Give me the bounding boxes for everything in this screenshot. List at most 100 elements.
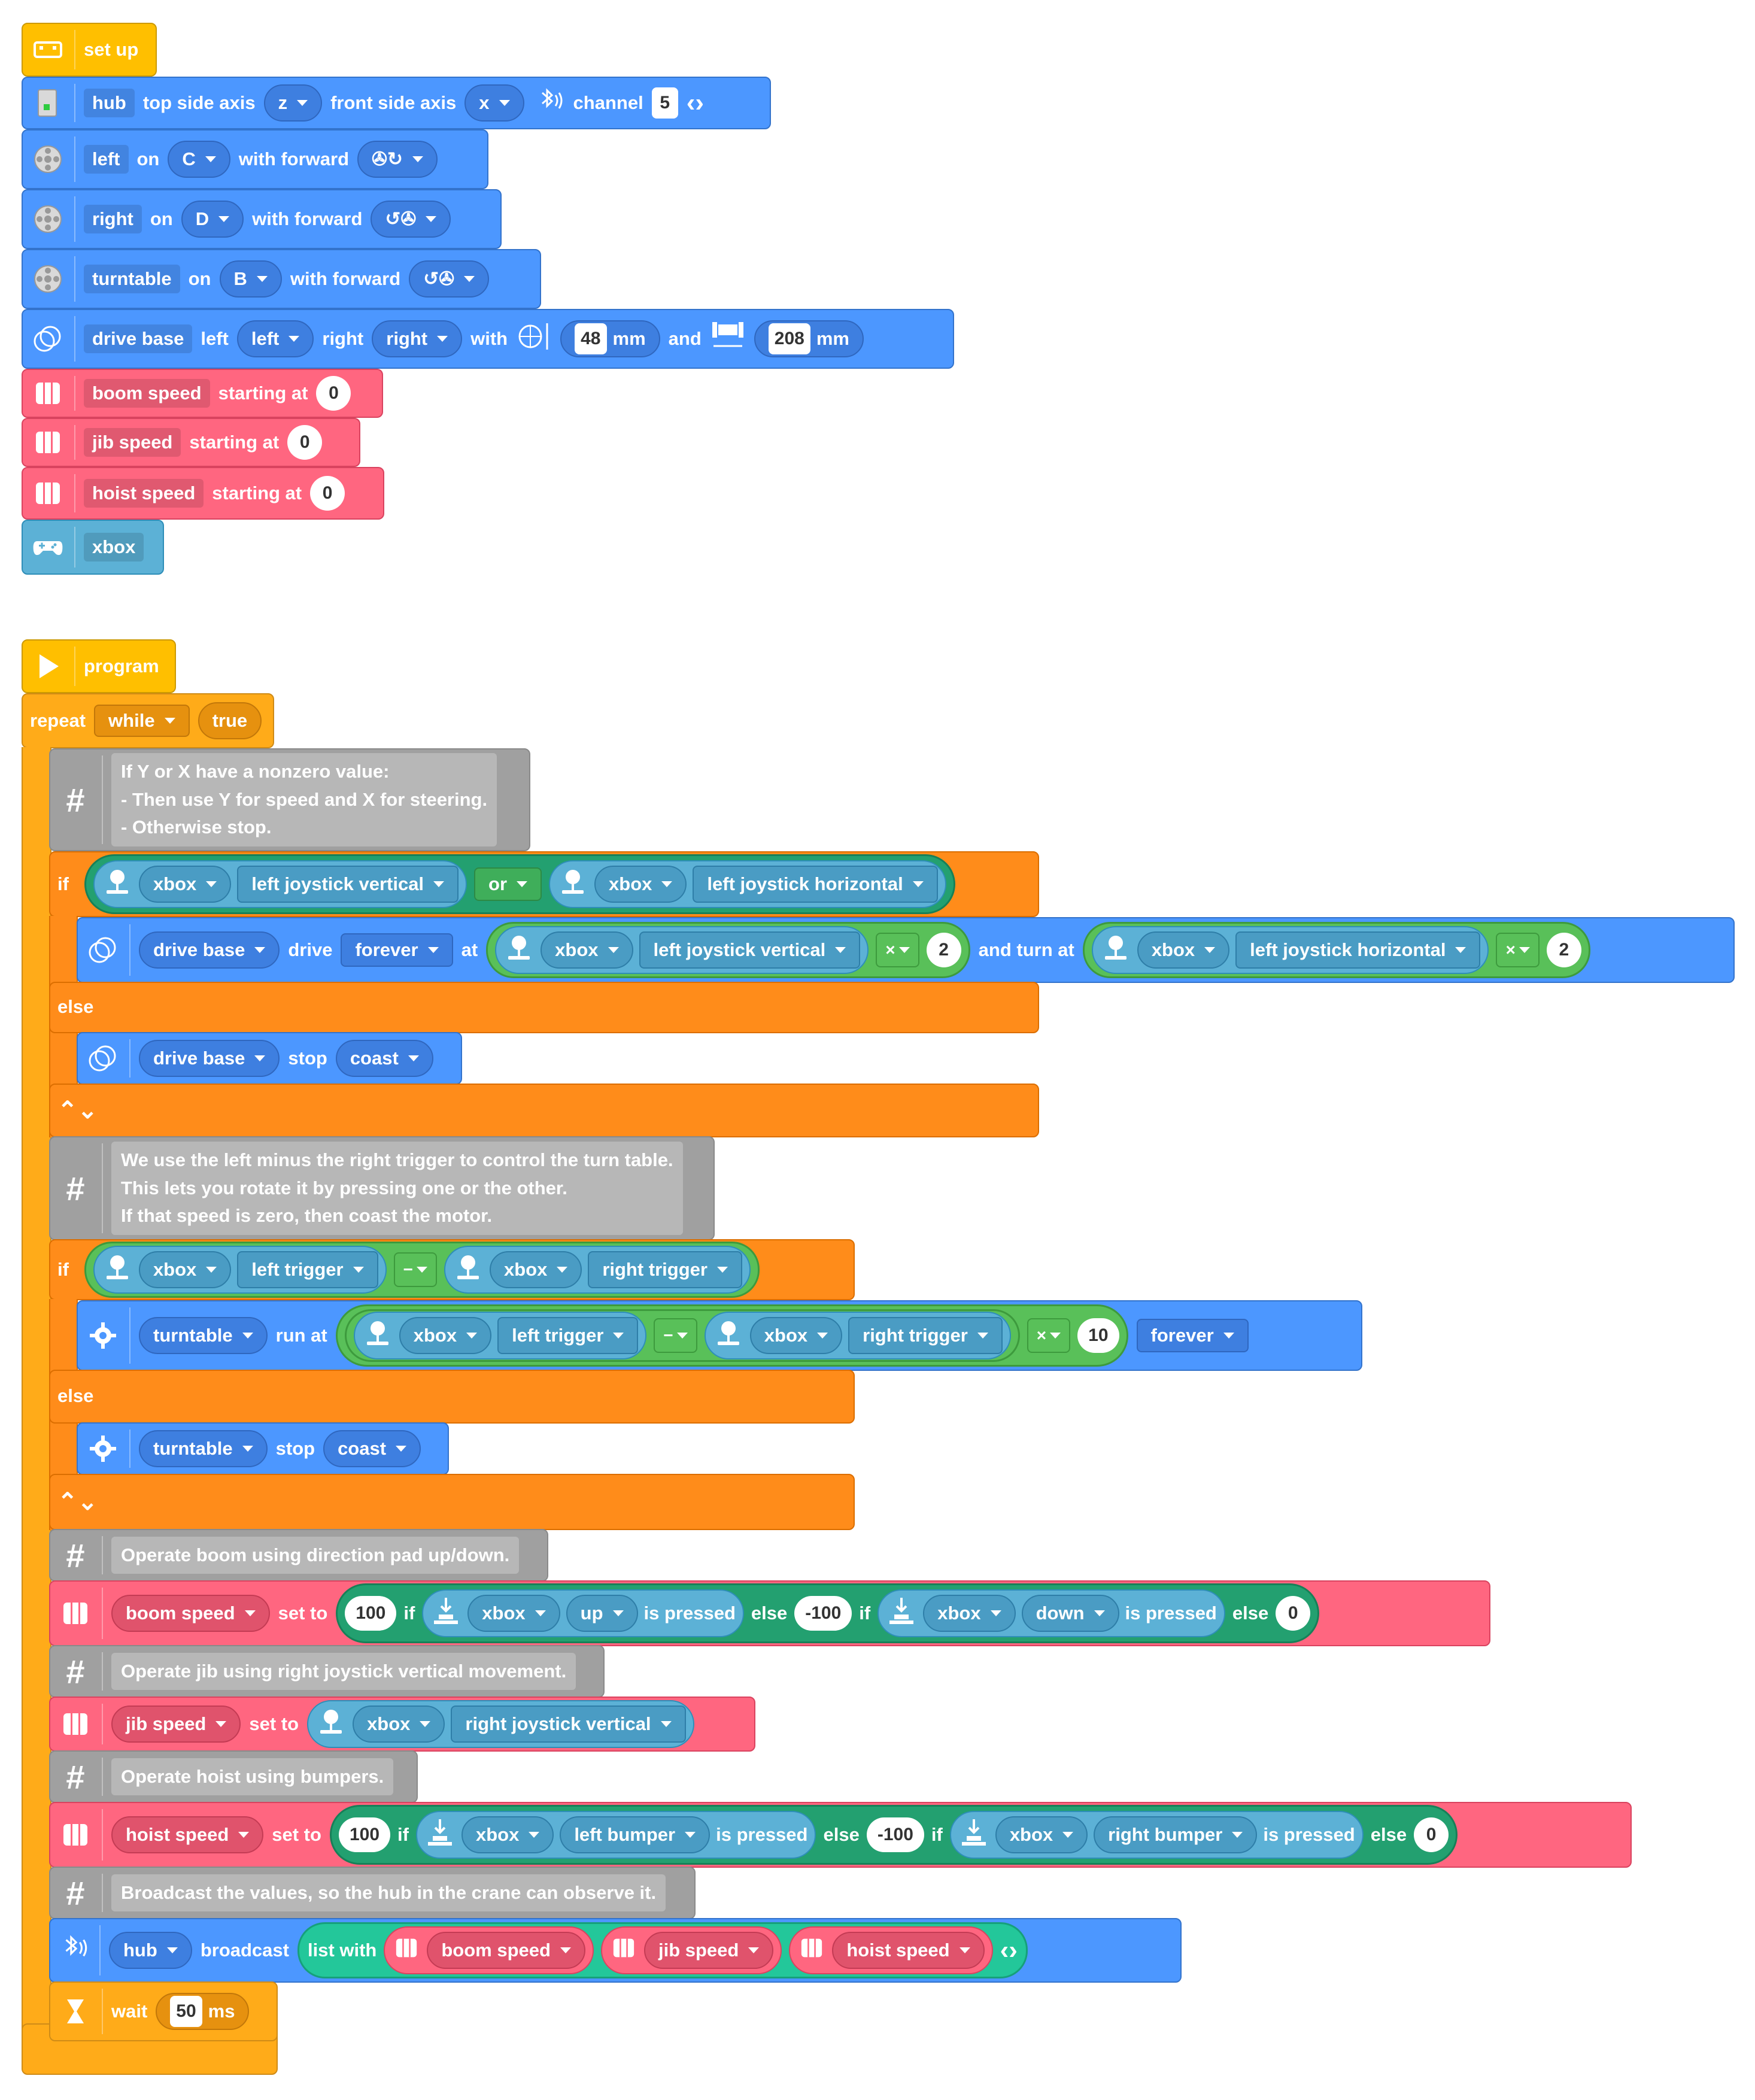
initial-value-input[interactable]: 0: [287, 425, 323, 460]
remote-dropdown[interactable]: xbox: [138, 1251, 232, 1288]
hub-variable[interactable]: hub: [84, 89, 135, 117]
subtract-op-dropdown[interactable]: −: [654, 1318, 697, 1353]
remote-dropdown[interactable]: xbox: [923, 1595, 1016, 1632]
multiply-turn[interactable]: xbox left joystick horizontal × 2: [1082, 922, 1590, 978]
trigger-reporter[interactable]: xbox left trigger: [93, 1246, 387, 1294]
button-dropdown[interactable]: up: [566, 1595, 638, 1632]
value-input[interactable]: -100: [794, 1596, 852, 1631]
trigger-reporter[interactable]: xbox right trigger: [444, 1246, 751, 1294]
motor-setup-right[interactable]: right on D with forward ↺✇: [22, 189, 502, 249]
trigger-dropdown[interactable]: left trigger: [237, 1251, 378, 1288]
drivebase-dropdown[interactable]: drive base: [139, 931, 280, 969]
remote-setup-block[interactable]: xbox: [22, 520, 164, 575]
variable-name[interactable]: hoist speed: [84, 479, 204, 508]
port-dropdown[interactable]: B: [219, 260, 282, 298]
motor-variable[interactable]: turntable: [84, 265, 180, 293]
axis-dropdown[interactable]: left joystick horizontal: [1235, 931, 1481, 969]
broadcast-block[interactable]: hub broadcast list with boom speed jib s…: [49, 1918, 1182, 1983]
drivebase-variable[interactable]: drive base: [84, 324, 193, 353]
variable-dropdown[interactable]: jib speed: [111, 1706, 241, 1743]
stop-mode-dropdown[interactable]: coast: [323, 1430, 421, 1467]
button-pressed-reporter[interactable]: xbox right bumper is pressed: [949, 1811, 1364, 1859]
variable-boom-speed-setup[interactable]: boom speed starting at 0: [22, 369, 383, 418]
multiply-op-dropdown[interactable]: ×: [876, 933, 919, 967]
comment-text[interactable]: Operate boom using direction pad up/down…: [111, 1536, 520, 1574]
comment-text[interactable]: If Y or X have a nonzero value: - Then u…: [111, 753, 497, 846]
motor-run-block[interactable]: turntable run at xbox left trigger − xbo…: [77, 1300, 1362, 1371]
remote-dropdown[interactable]: xbox: [594, 866, 687, 903]
axis-dropdown[interactable]: left joystick vertical: [639, 931, 861, 969]
remote-dropdown[interactable]: xbox: [541, 931, 633, 969]
subtract-condition[interactable]: xbox left trigger − xbox right trigger: [84, 1242, 760, 1298]
axis-dropdown[interactable]: left joystick vertical: [237, 866, 459, 903]
trigger-reporter[interactable]: xbox left trigger: [353, 1312, 647, 1359]
hub-setup-block[interactable]: hub top side axis z front side axis x ch…: [22, 77, 771, 129]
channel-input[interactable]: 5: [651, 87, 678, 119]
comment-text[interactable]: We use the left minus the right trigger …: [111, 1142, 683, 1235]
button-dropdown[interactable]: down: [1021, 1595, 1119, 1632]
trigger-dropdown[interactable]: right trigger: [588, 1251, 742, 1288]
front-side-axis-dropdown[interactable]: x: [464, 84, 524, 122]
direction-dropdown[interactable]: ✇↻: [357, 141, 438, 178]
ternary-expression[interactable]: 100 if xbox left bumper is pressed else …: [329, 1805, 1458, 1865]
multiply-op-dropdown[interactable]: ×: [1027, 1318, 1071, 1353]
button-dropdown[interactable]: right bumper: [1094, 1816, 1258, 1853]
program-hat-block[interactable]: program: [22, 639, 176, 693]
trigger-reporter[interactable]: xbox right trigger: [704, 1312, 1011, 1359]
logic-op-dropdown[interactable]: or: [474, 867, 542, 901]
drivebase-setup-block[interactable]: drive base left left right right with 48…: [22, 309, 954, 369]
if-else-block[interactable]: if xbox left trigger − xbox right trigge…: [49, 1239, 855, 1300]
list-with-reporter[interactable]: list with boom speed jib speed hoist spe…: [297, 1922, 1028, 1978]
set-hoist-speed-block[interactable]: hoist speed set to 100 if xbox left bump…: [49, 1802, 1632, 1868]
trigger-dropdown[interactable]: right trigger: [848, 1317, 1003, 1354]
subtract-op-dropdown[interactable]: −: [393, 1252, 437, 1287]
variable-hoist-speed-setup[interactable]: hoist speed starting at 0: [22, 467, 384, 520]
ternary-expression[interactable]: 100 if xbox up is pressed else -100 if x…: [336, 1583, 1320, 1643]
port-dropdown[interactable]: C: [168, 141, 230, 178]
port-dropdown[interactable]: D: [181, 201, 244, 238]
variable-name[interactable]: jib speed: [84, 428, 181, 457]
or-condition[interactable]: xbox left joystick vertical or xbox left…: [84, 854, 955, 914]
comment-text[interactable]: Operate hoist using bumpers.: [111, 1758, 394, 1796]
drivebase-dropdown[interactable]: drive base: [139, 1040, 280, 1077]
comment-text[interactable]: Broadcast the values, so the hub in the …: [111, 1874, 666, 1912]
set-jib-speed-block[interactable]: jib speed set to xbox right joystick ver…: [49, 1697, 755, 1752]
hub-dropdown[interactable]: hub: [109, 1932, 192, 1969]
motor-dropdown[interactable]: turntable: [139, 1430, 268, 1467]
stop-mode-dropdown[interactable]: coast: [335, 1040, 433, 1077]
variable-dropdown[interactable]: boom speed: [111, 1595, 270, 1632]
value-input[interactable]: 0: [1276, 1596, 1311, 1631]
trigger-dropdown[interactable]: left trigger: [497, 1317, 639, 1354]
variable-jib-speed-setup[interactable]: jib speed starting at 0: [22, 418, 360, 467]
list-expand-icon[interactable]: ‹›: [686, 88, 705, 117]
variable-dropdown[interactable]: jib speed: [643, 1932, 774, 1969]
remote-dropdown[interactable]: xbox: [461, 1816, 554, 1853]
value-input[interactable]: 100: [345, 1596, 397, 1631]
list-expand-icon[interactable]: ‹›: [1000, 1935, 1018, 1965]
direction-dropdown[interactable]: ↺✇: [409, 260, 490, 298]
remote-dropdown[interactable]: xbox: [489, 1251, 582, 1288]
top-side-axis-dropdown[interactable]: z: [263, 84, 323, 122]
right-motor-dropdown[interactable]: right: [372, 320, 463, 357]
variable-reporter[interactable]: boom speed: [384, 1926, 594, 1974]
expand-collapse-icon[interactable]: ⌃⌄: [57, 1097, 98, 1124]
drivebase-drive-block[interactable]: drive base drive forever at xbox left jo…: [77, 917, 1735, 983]
multiply-speed[interactable]: xbox left trigger − xbox right trigger ×…: [335, 1304, 1128, 1367]
subtract-triggers[interactable]: xbox left trigger − xbox right trigger: [344, 1309, 1020, 1362]
value-input[interactable]: 100: [338, 1817, 391, 1852]
motor-stop-block[interactable]: turntable stop coast: [77, 1422, 449, 1475]
variable-dropdown[interactable]: hoist speed: [832, 1932, 985, 1969]
condition-value[interactable]: true: [198, 702, 262, 739]
joystick-reporter[interactable]: xbox left joystick vertical: [93, 860, 467, 908]
remote-dropdown[interactable]: xbox: [399, 1317, 492, 1354]
set-boom-speed-block[interactable]: boom speed set to 100 if xbox up is pres…: [49, 1580, 1490, 1646]
repeat-mode-dropdown[interactable]: while: [94, 705, 190, 737]
multiplier-input[interactable]: 2: [926, 933, 961, 967]
if-else-block[interactable]: if xbox left joystick vertical or xbox l…: [49, 851, 1039, 917]
variable-dropdown[interactable]: hoist speed: [111, 1816, 264, 1853]
value-input[interactable]: -100: [866, 1817, 924, 1852]
remote-dropdown[interactable]: xbox: [749, 1317, 843, 1354]
multiply-op-dropdown[interactable]: ×: [1496, 933, 1540, 967]
